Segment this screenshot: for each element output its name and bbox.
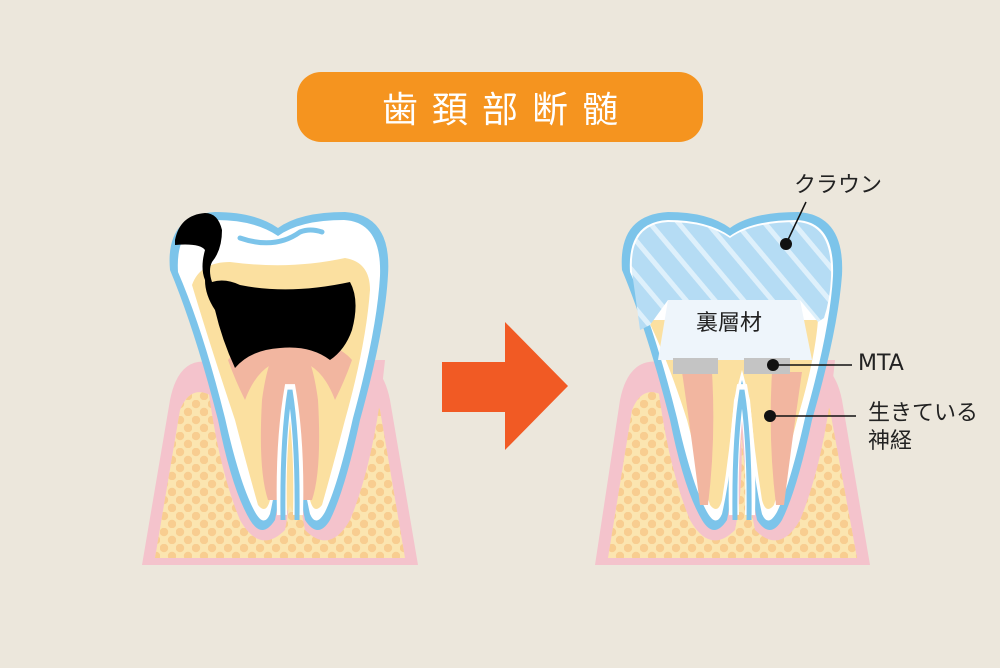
label-mta: MTA [858, 351, 904, 376]
mta-right [744, 358, 790, 374]
mta-left [673, 358, 718, 374]
label-nerve-line2: 神経 [868, 429, 913, 454]
left-caries [175, 213, 356, 368]
mta-marker [767, 359, 779, 371]
title-text: 歯頚部断髄 [381, 90, 632, 131]
title-banner: 歯頚部断髄 [297, 72, 703, 142]
label-lining: 裏層材 [696, 311, 763, 336]
crown [631, 222, 832, 330]
lining-material [658, 300, 812, 360]
left-tooth [142, 212, 418, 565]
nerve-marker [764, 410, 776, 422]
right-tooth [595, 201, 870, 565]
label-crown: クラウン [794, 173, 883, 198]
crown-marker [780, 238, 792, 250]
arrow-right-icon [442, 322, 568, 450]
label-nerve-line1: 生きている [868, 401, 979, 426]
label-living-nerve: 生きている 神経 [868, 400, 978, 456]
